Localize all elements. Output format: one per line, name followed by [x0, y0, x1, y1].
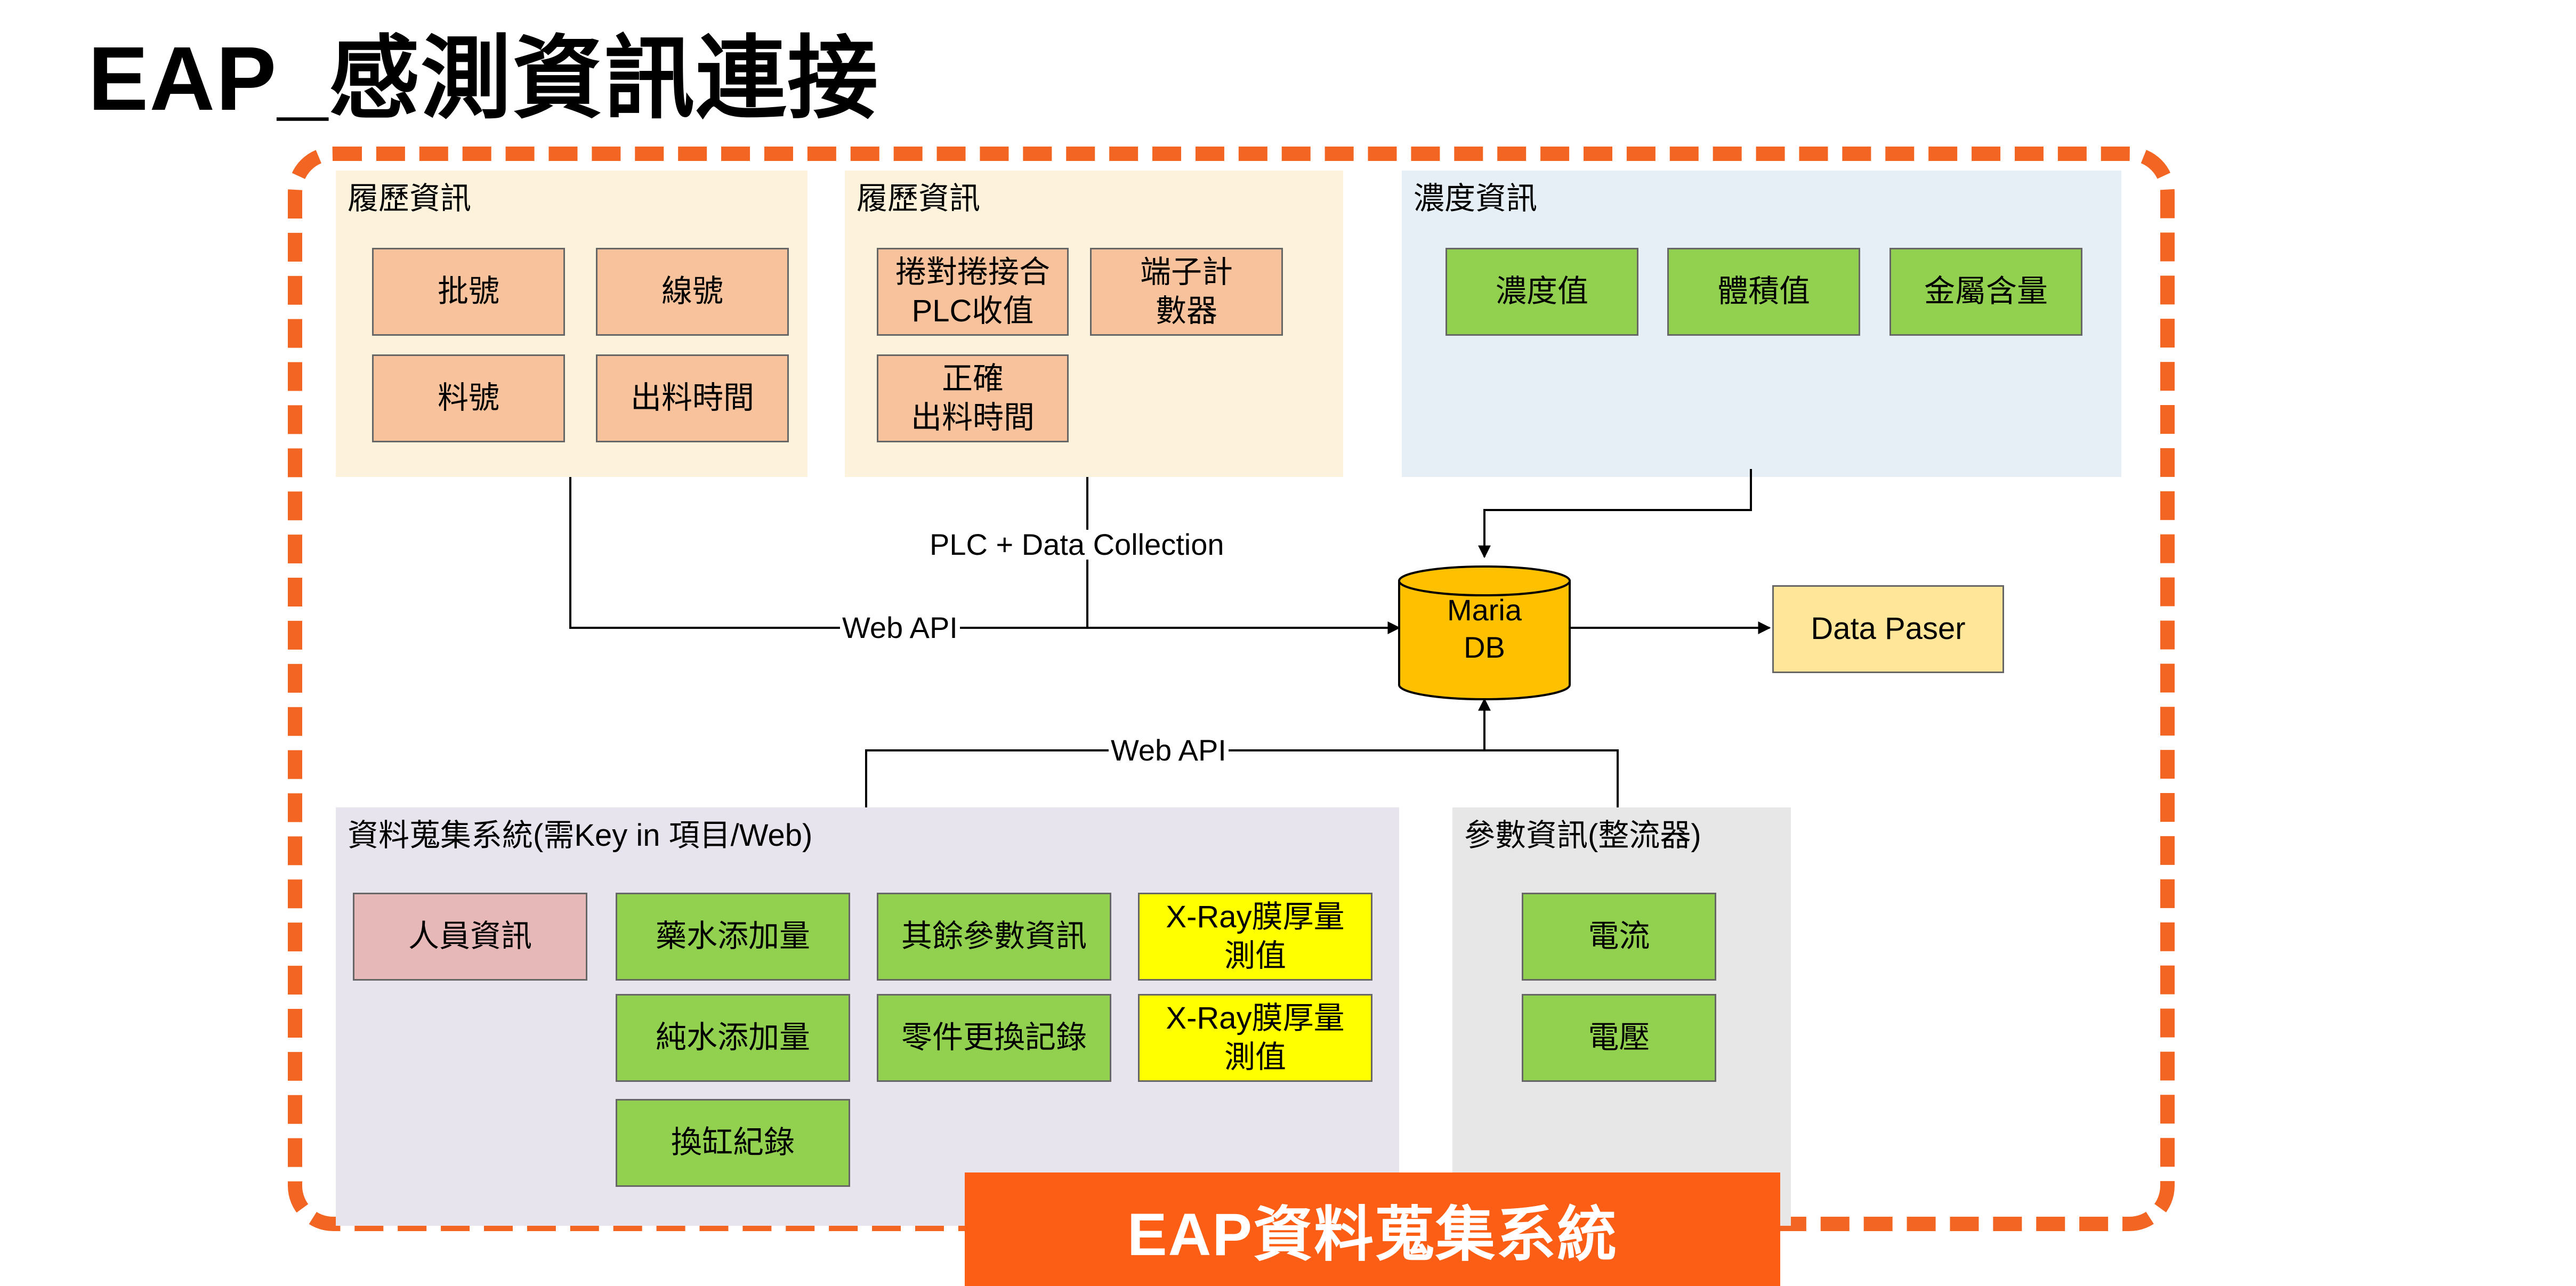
edge-concentration-to-db [1478, 469, 1752, 559]
node-other-parameters: 其餘參數資訊 [877, 893, 1111, 981]
maria-db-node: Maria DB [1399, 586, 1570, 672]
node-part-replacement: 零件更換記錄 [877, 994, 1111, 1082]
node-current: 電流 [1522, 893, 1716, 981]
node-voltage: 電壓 [1522, 994, 1716, 1082]
collection-system-group: 資料蒐集系統(需Key in 項目/Web) [336, 807, 1399, 1226]
node-volume-value: 體積值 [1667, 248, 1860, 336]
node-tank-change-record: 換缸紀錄 [616, 1099, 850, 1187]
node-xray-thickness-2: X-Ray膜厚量 測值 [1138, 994, 1372, 1082]
node-output-time: 出料時間 [596, 354, 789, 442]
node-line-number: 線號 [596, 248, 789, 336]
edge-label-webapi-top: Web API [840, 613, 960, 643]
database-cylinder [1398, 565, 1571, 700]
node-correct-output-time: 正確 出料時間 [877, 354, 1069, 442]
node-concentration-value: 濃度值 [1446, 248, 1638, 336]
node-pure-water-addition: 純水添加量 [616, 994, 850, 1082]
page-title: EAP_感測資訊連接 [88, 28, 879, 130]
edge-params-to-db [1484, 749, 1619, 807]
group-label: 參數資訊(整流器) [1464, 818, 1701, 853]
node-xray-thickness-1: X-Ray膜厚量 測值 [1138, 893, 1372, 981]
node-text: X-Ray膜厚量 測值 [1166, 1001, 1345, 1074]
node-roll-to-roll-plc: 捲對捲接合 PLC收值 [877, 248, 1069, 336]
node-terminal-counter: 端子計 數器 [1090, 248, 1283, 336]
node-material-number: 料號 [372, 354, 565, 442]
data-parser-node: Data Paser [1772, 585, 2004, 673]
node-metal-content: 金屬含量 [1889, 248, 2082, 336]
node-text: X-Ray膜厚量 測值 [1166, 900, 1345, 973]
node-batch-number: 批號 [372, 248, 565, 336]
db-name-line1: Maria [1447, 593, 1522, 627]
edge-label-plc: PLC + Data Collection [927, 530, 1226, 560]
node-text: 端子計 數器 [1140, 255, 1233, 328]
node-chemical-addition: 藥水添加量 [616, 893, 850, 981]
db-name-line2: DB [1464, 630, 1505, 664]
edge-history-left-to-db [569, 477, 1401, 634]
node-text: 正確 出料時間 [910, 361, 1035, 435]
group-label: 履歷資訊 [857, 181, 981, 216]
node-text: 捲對捲接合 PLC收值 [895, 255, 1050, 328]
group-label: 履歷資訊 [348, 181, 472, 216]
edge-label-webapi-bottom: Web API [1109, 735, 1229, 765]
group-label: 資料蒐集系統(需Key in 項目/Web) [348, 818, 813, 853]
system-banner: EAP資料蒐集系統 [965, 1172, 1780, 1286]
group-label: 濃度資訊 [1414, 181, 1538, 216]
node-personnel-info: 人員資訊 [353, 893, 587, 981]
